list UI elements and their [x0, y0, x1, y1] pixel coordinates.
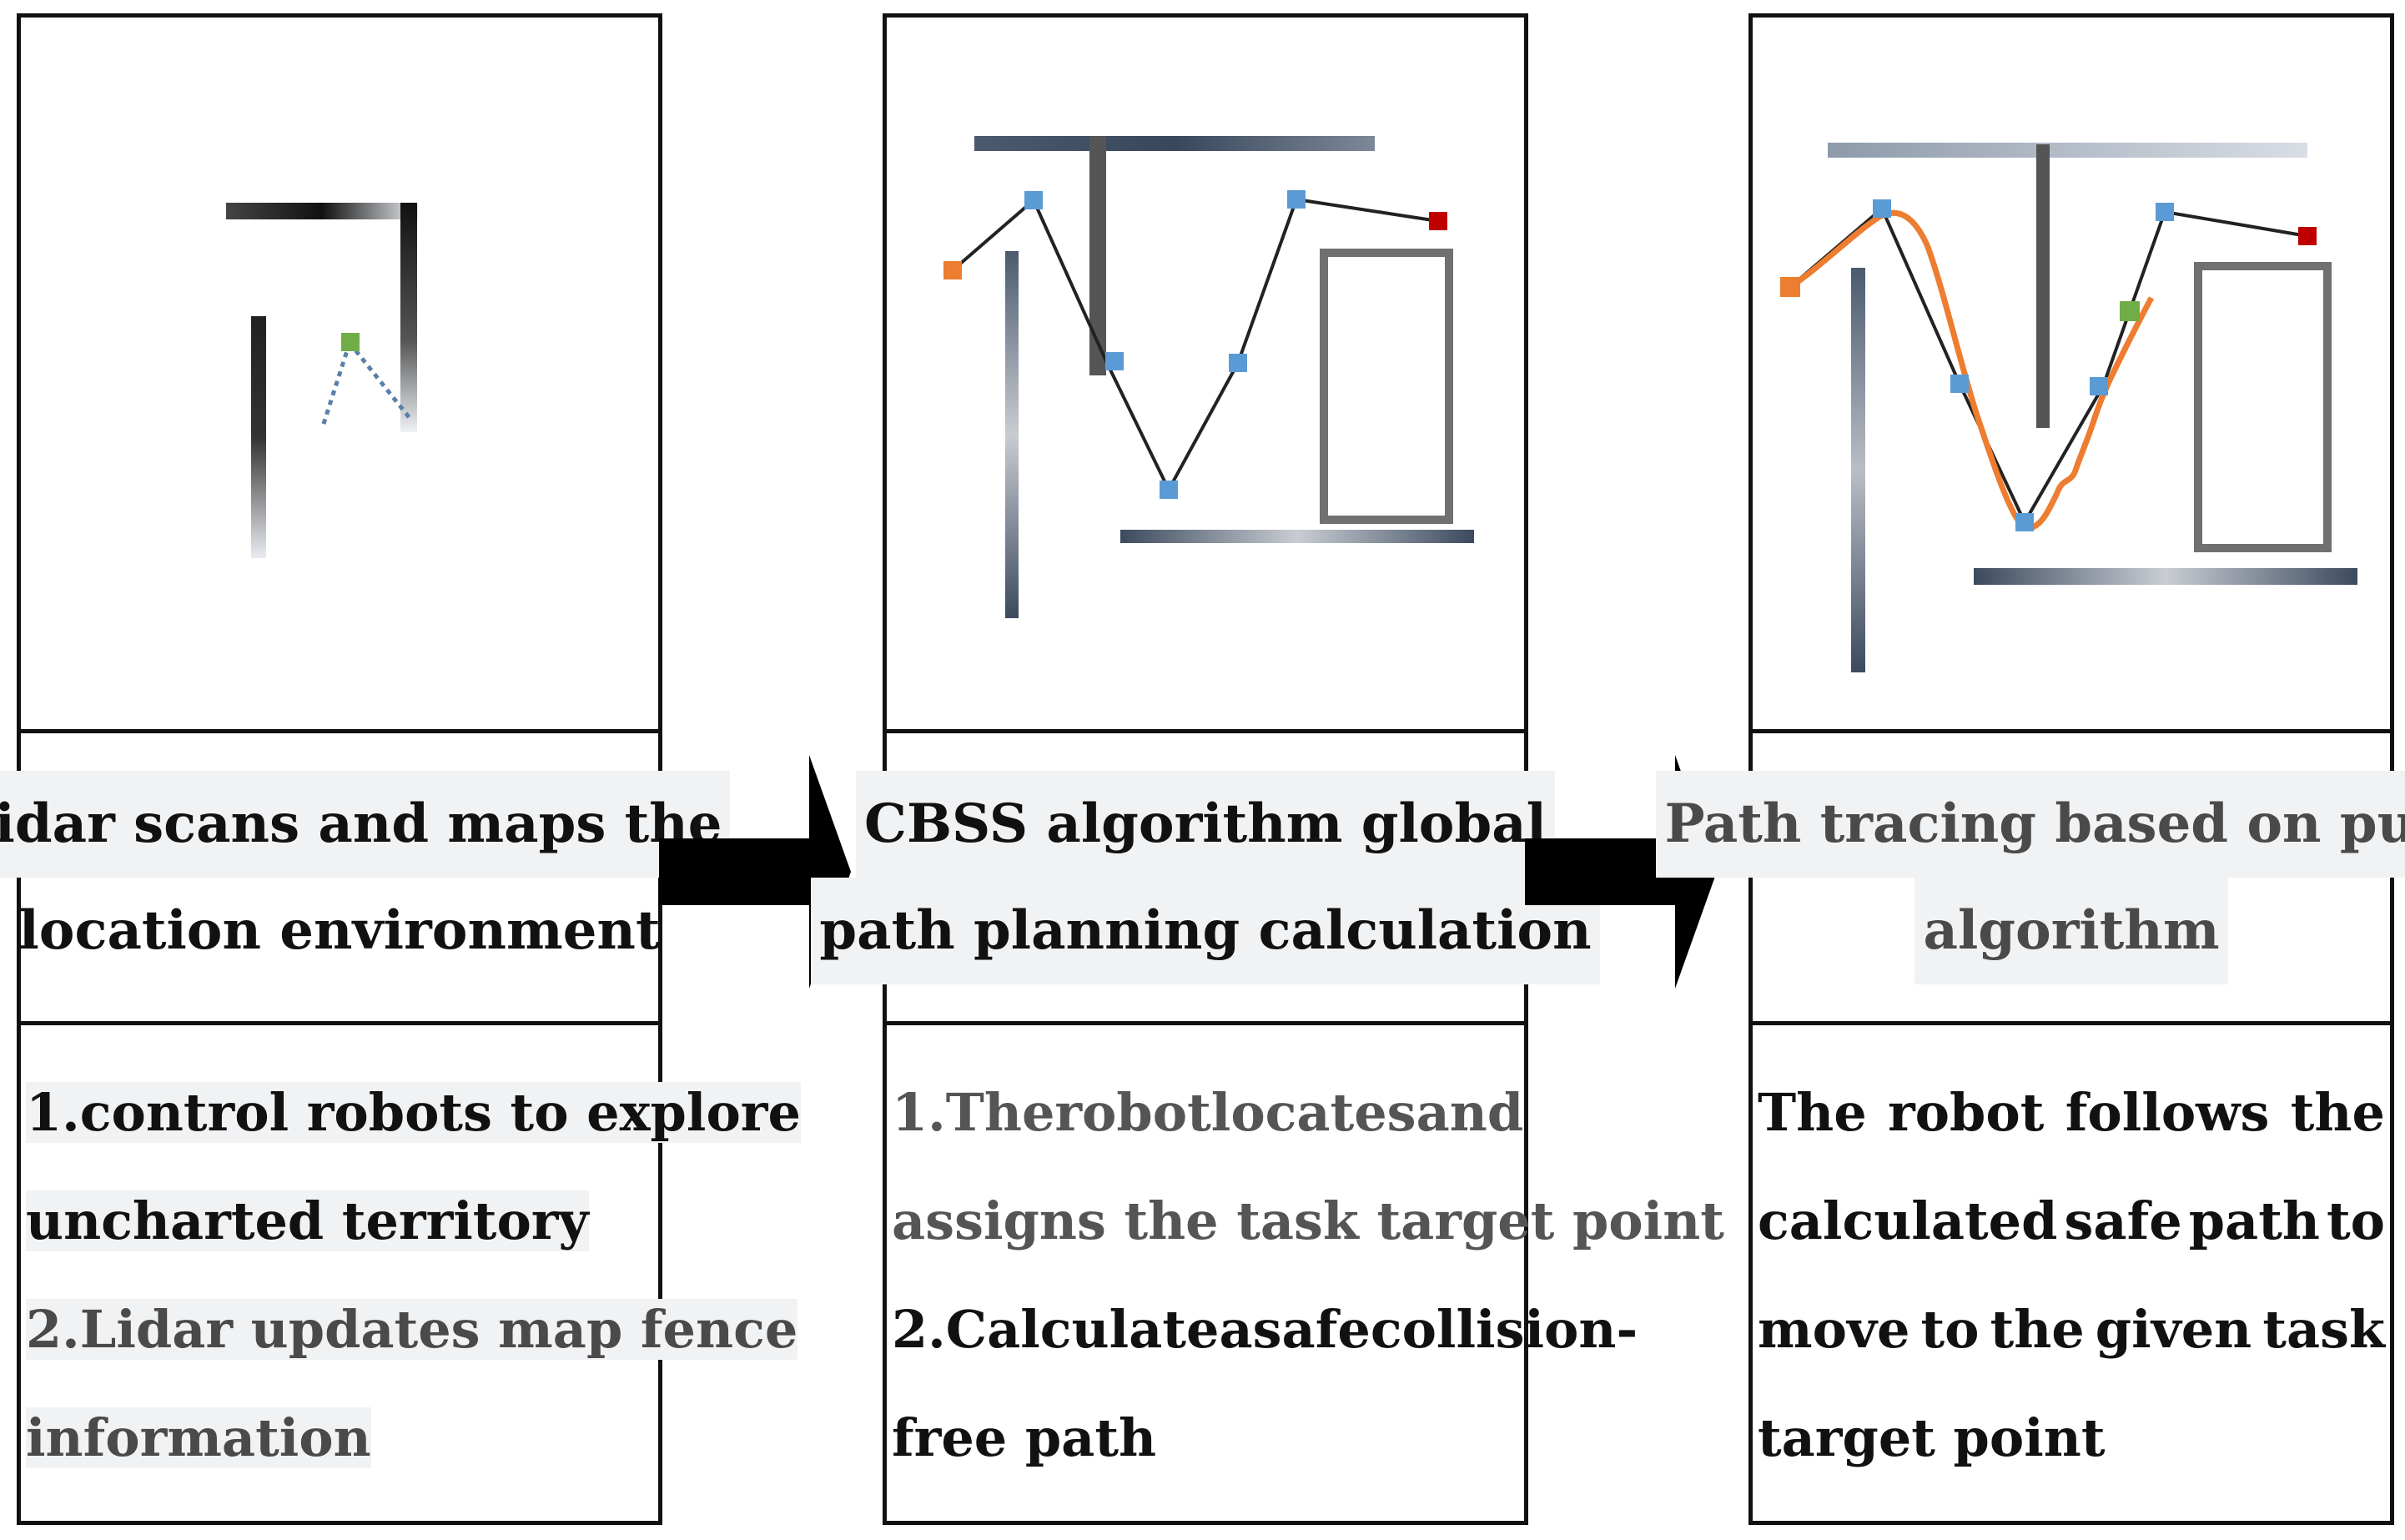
word: follows [2065, 1082, 2270, 1143]
panel-1-body-text-3: 2.Lidar updates map fence [26, 1299, 798, 1360]
lidar-ray-left [320, 342, 352, 427]
panel-2-title-line-1: CBSS algorithm global [856, 770, 1555, 878]
word: 1.The [892, 1082, 1055, 1143]
map-wall-bottom [1974, 568, 2357, 585]
panel-2-body-line-4: free path [892, 1384, 1519, 1492]
word: robot [1054, 1082, 1211, 1143]
right-arrow-icon [1525, 755, 1717, 989]
waypoint-4 [2090, 377, 2108, 395]
panel-1-body-text-2: uncharted territory [26, 1190, 589, 1251]
waypoint-1 [1873, 199, 1891, 218]
waypoint-1 [1024, 191, 1043, 209]
map-wall-left [251, 316, 266, 558]
panel-1-body-line-1: 1.control robots to explore [26, 1059, 801, 1167]
waypoint-2 [1105, 352, 1124, 370]
map-wall-top [974, 136, 1375, 151]
robot-marker [341, 333, 360, 351]
path-tracing-map [1780, 143, 2357, 672]
panel-2-body-line-3: 2.Calculate a safe collision- [892, 1276, 1638, 1384]
map-obstacle-box [1320, 249, 1453, 524]
word: to [1920, 1299, 1980, 1360]
waypoint-5 [2156, 203, 2174, 221]
path-tracing-illustration [1753, 18, 2390, 729]
map-wall-top [1828, 143, 2307, 158]
panel-1-description: 1.control robots to explore uncharted te… [21, 1021, 801, 1521]
start-point [943, 261, 962, 279]
panel-1-body-line-3: 2.Lidar updates map fence [26, 1276, 798, 1384]
panel-3-title-line-1: Path tracing based on pure [1656, 770, 2405, 878]
map-wall-left [1005, 251, 1019, 618]
panel-3-title: Path tracing based on pure algorithm [1656, 729, 2405, 1021]
word: move [1758, 1299, 1910, 1360]
word: robot [1888, 1082, 2045, 1143]
lidar-ray-right [348, 341, 411, 420]
word: to [2326, 1190, 2385, 1251]
path-planning-map [943, 136, 1474, 618]
panel-3-body-line-3: move to the given task [1758, 1276, 2385, 1384]
panel-3-description: The robot follows the calculated safe pa… [1753, 1021, 2390, 1521]
panel-2-body-line-1: 1.The robot locates and [892, 1059, 1523, 1167]
word: a [1219, 1299, 1253, 1360]
map-wall-left [1851, 268, 1865, 672]
lidar-scan-illustration [21, 18, 658, 729]
map-wall-top [226, 203, 418, 219]
panel-1-title-line-1: Lidar scans and maps the [0, 770, 731, 878]
lidar-scan-map [226, 203, 418, 558]
panel-3-body-line-4: target point [1758, 1384, 2385, 1492]
map-wall-bottom [1120, 530, 1474, 543]
panel-2-body-text-4: free path [892, 1407, 1157, 1468]
word: and [1416, 1082, 1524, 1143]
map-wall-right [400, 203, 417, 432]
word: path [2188, 1190, 2320, 1251]
panel-1-body-text-1: 1.control robots to explore [26, 1082, 801, 1143]
word: the [1990, 1299, 2085, 1360]
word: given [2095, 1299, 2252, 1360]
path-planning-illustration [887, 18, 1524, 729]
panel-lidar-mapping: Lidar scans and maps the location enviro… [0, 13, 801, 1525]
word: 2.Calculate [892, 1299, 1220, 1360]
waypoint-2 [1950, 375, 1969, 393]
word: collision- [1370, 1299, 1638, 1360]
panel-1-title-line-2: location environment [18, 898, 661, 962]
panel-2-body-text-2: assigns the task target point [892, 1190, 1724, 1251]
panel-path-tracing: Path tracing based on pure algorithm The… [1656, 13, 2405, 1525]
waypoint-5 [1287, 190, 1306, 209]
robot-marker [2120, 301, 2140, 321]
word: safe [2064, 1190, 2182, 1251]
waypoint-3 [2015, 513, 2034, 531]
panel-2-body-line-2: assigns the task target point [892, 1167, 1724, 1276]
goal-point [2298, 227, 2317, 245]
panel-1-body-line-4: information [26, 1384, 653, 1492]
map-obstacle-box [2194, 262, 2332, 552]
word: safe [1252, 1299, 1371, 1360]
word: locates [1210, 1082, 1416, 1143]
panel-3-title-line-2: algorithm [1914, 877, 2228, 984]
map-pillar [1089, 136, 1106, 375]
start-point [1780, 277, 1800, 297]
planned-path [951, 197, 1439, 494]
panel-2-title-line-2: path planning calculation [811, 877, 1600, 984]
word: calculated [1758, 1190, 2058, 1251]
panel-3-body-line-1: The robot follows the [1758, 1059, 2385, 1167]
panel-1-body-text-4: information [26, 1407, 371, 1468]
panel-1-body-line-2: uncharted territory [26, 1167, 653, 1276]
waypoint-3 [1160, 481, 1178, 499]
right-arrow-icon [659, 755, 851, 989]
panel-2-title: CBSS algorithm global path planning calc… [811, 729, 1600, 1021]
goal-point [1429, 212, 1447, 230]
panel-3-body-text-4: target point [1758, 1407, 2106, 1468]
word: the [2290, 1082, 2385, 1143]
panel-global-path-planning: CBSS algorithm global path planning calc… [811, 13, 1724, 1525]
traced-path [1789, 209, 2155, 531]
panel-2-description: 1.The robot locates and assigns the task… [887, 1021, 1724, 1521]
panel-1-title: Lidar scans and maps the location enviro… [0, 729, 731, 1021]
word: The [1758, 1082, 1867, 1143]
waypoint-4 [1229, 354, 1247, 372]
map-pillar [2036, 144, 2050, 428]
panel-3-body-line-2: calculated safe path to [1758, 1167, 2385, 1276]
word: task [2262, 1299, 2385, 1360]
